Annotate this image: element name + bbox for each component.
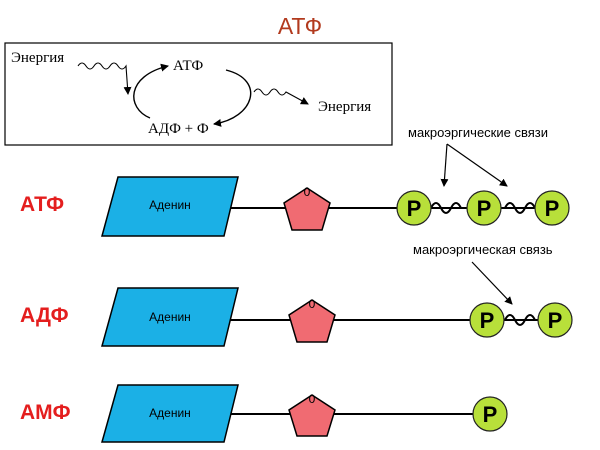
phosphate-circle-adp-1 <box>469 302 505 338</box>
row-atp: АТФ Аденин 0 P P P <box>20 176 570 237</box>
bond-wave-atp-2 <box>504 202 536 214</box>
phosphate-letter-atp-2: P <box>477 196 492 221</box>
bond-wave-adp-1 <box>504 314 536 326</box>
row-label-adp: АДФ <box>20 304 69 327</box>
row-adp: АДФ Аденин 0 P P <box>20 287 573 347</box>
phosphate-circle-atp-1 <box>396 190 432 226</box>
phosphate-circle-atp-2 <box>466 190 502 226</box>
ribose-pentagon-atp <box>283 187 331 231</box>
adenine-block-atp <box>101 176 239 237</box>
energy-in-wave <box>77 62 132 95</box>
row-label-amp: АМФ <box>20 401 71 424</box>
cycle-energy-in: Энергия <box>11 50 64 66</box>
bond-annotation: макроэргическая связь <box>413 242 553 305</box>
phosphate-circle-amp-1 <box>472 396 508 432</box>
bonds-plural-label: макроэргические связи <box>408 125 548 140</box>
bond-arrow <box>471 261 513 305</box>
ribose-oxygen-amp: 0 <box>309 392 316 406</box>
bonds-annotation: макроэргические связи <box>408 125 548 187</box>
bond-wave-atp-1 <box>430 202 462 214</box>
adenine-block-adp <box>101 287 239 347</box>
adenine-label-adp: Аденин <box>149 310 191 324</box>
phosphate-letter-atp-1: P <box>407 196 422 221</box>
ribose-pentagon-amp <box>288 394 336 437</box>
phosphate-letter-atp-3: P <box>545 196 560 221</box>
atp-cycle-panel: Энергия АТФ АДФ + Ф Энергия <box>4 42 393 146</box>
adenine-block-amp <box>101 384 239 443</box>
energy-out-wave <box>253 88 309 105</box>
bonds-arrow-2 <box>446 143 508 187</box>
adenine-label-atp: Аденин <box>149 198 191 212</box>
adenine-label-amp: Аденин <box>149 406 191 420</box>
page-title: АТФ <box>278 13 322 39</box>
ribose-oxygen-atp: 0 <box>304 185 311 199</box>
phosphate-circle-atp-3 <box>534 190 570 226</box>
cycle-arc-left <box>133 63 169 119</box>
ribose-oxygen-adp: 0 <box>309 297 316 311</box>
cycle-energy-out: Энергия <box>318 99 371 115</box>
row-amp: АМФ Аденин 0 P <box>20 384 508 443</box>
bond-singular-label: макроэргическая связь <box>413 242 553 257</box>
cycle-atp-label: АТФ <box>173 58 203 74</box>
cycle-arc-right <box>213 69 252 127</box>
row-label-atp: АТФ <box>20 193 64 216</box>
cycle-adp-plus-p: АДФ + Ф <box>148 121 209 137</box>
phosphate-circle-adp-2 <box>537 302 573 338</box>
phosphate-letter-adp-2: P <box>548 308 563 333</box>
cycle-frame <box>4 42 393 146</box>
phosphate-letter-amp-1: P <box>483 402 498 427</box>
ribose-pentagon-adp <box>288 299 336 343</box>
bonds-arrow-1 <box>440 143 449 187</box>
phosphate-letter-adp-1: P <box>480 308 495 333</box>
